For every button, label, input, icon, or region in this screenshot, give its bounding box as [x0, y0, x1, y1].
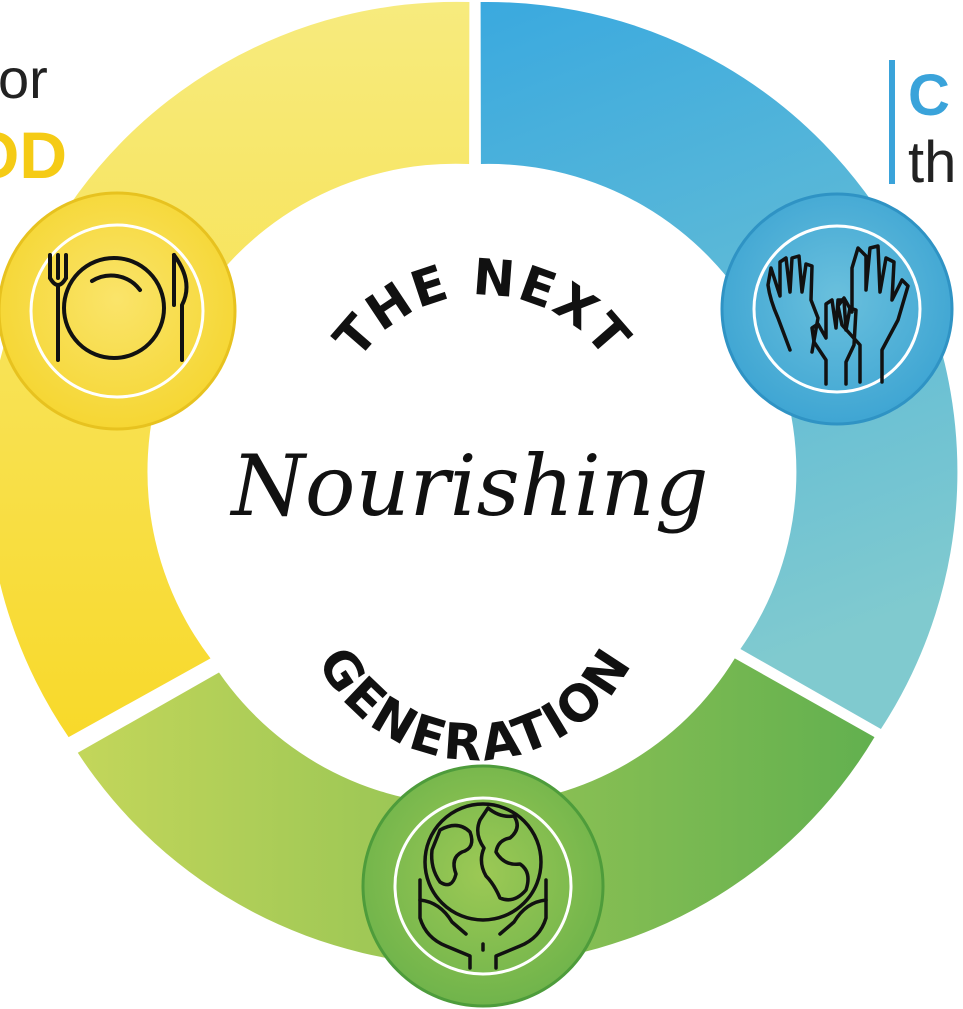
left-label-line2: OD — [0, 118, 67, 192]
right-label-bar — [889, 60, 895, 184]
planet-badge — [361, 764, 605, 1008]
right-label-line2: th — [908, 130, 956, 195]
logo-top-text: THE NEXT — [323, 248, 642, 368]
raised-hands-icon — [766, 244, 910, 386]
logo-bottom-text: GENERATION — [306, 637, 643, 773]
ring-segment-blue — [480, 1, 958, 729]
food-badge — [0, 191, 237, 431]
right-label-line1: C — [908, 63, 950, 128]
logo: THE NEXT Nourishing GENERATION — [229, 248, 708, 773]
community-badge — [720, 192, 954, 426]
plate-cutlery-icon — [48, 253, 189, 362]
ring-segment-yellow — [0, 1, 470, 738]
globe-in-hands-icon — [418, 802, 548, 970]
left-label-line1: or — [0, 47, 48, 110]
logo-script-text: Nourishing — [229, 437, 708, 535]
